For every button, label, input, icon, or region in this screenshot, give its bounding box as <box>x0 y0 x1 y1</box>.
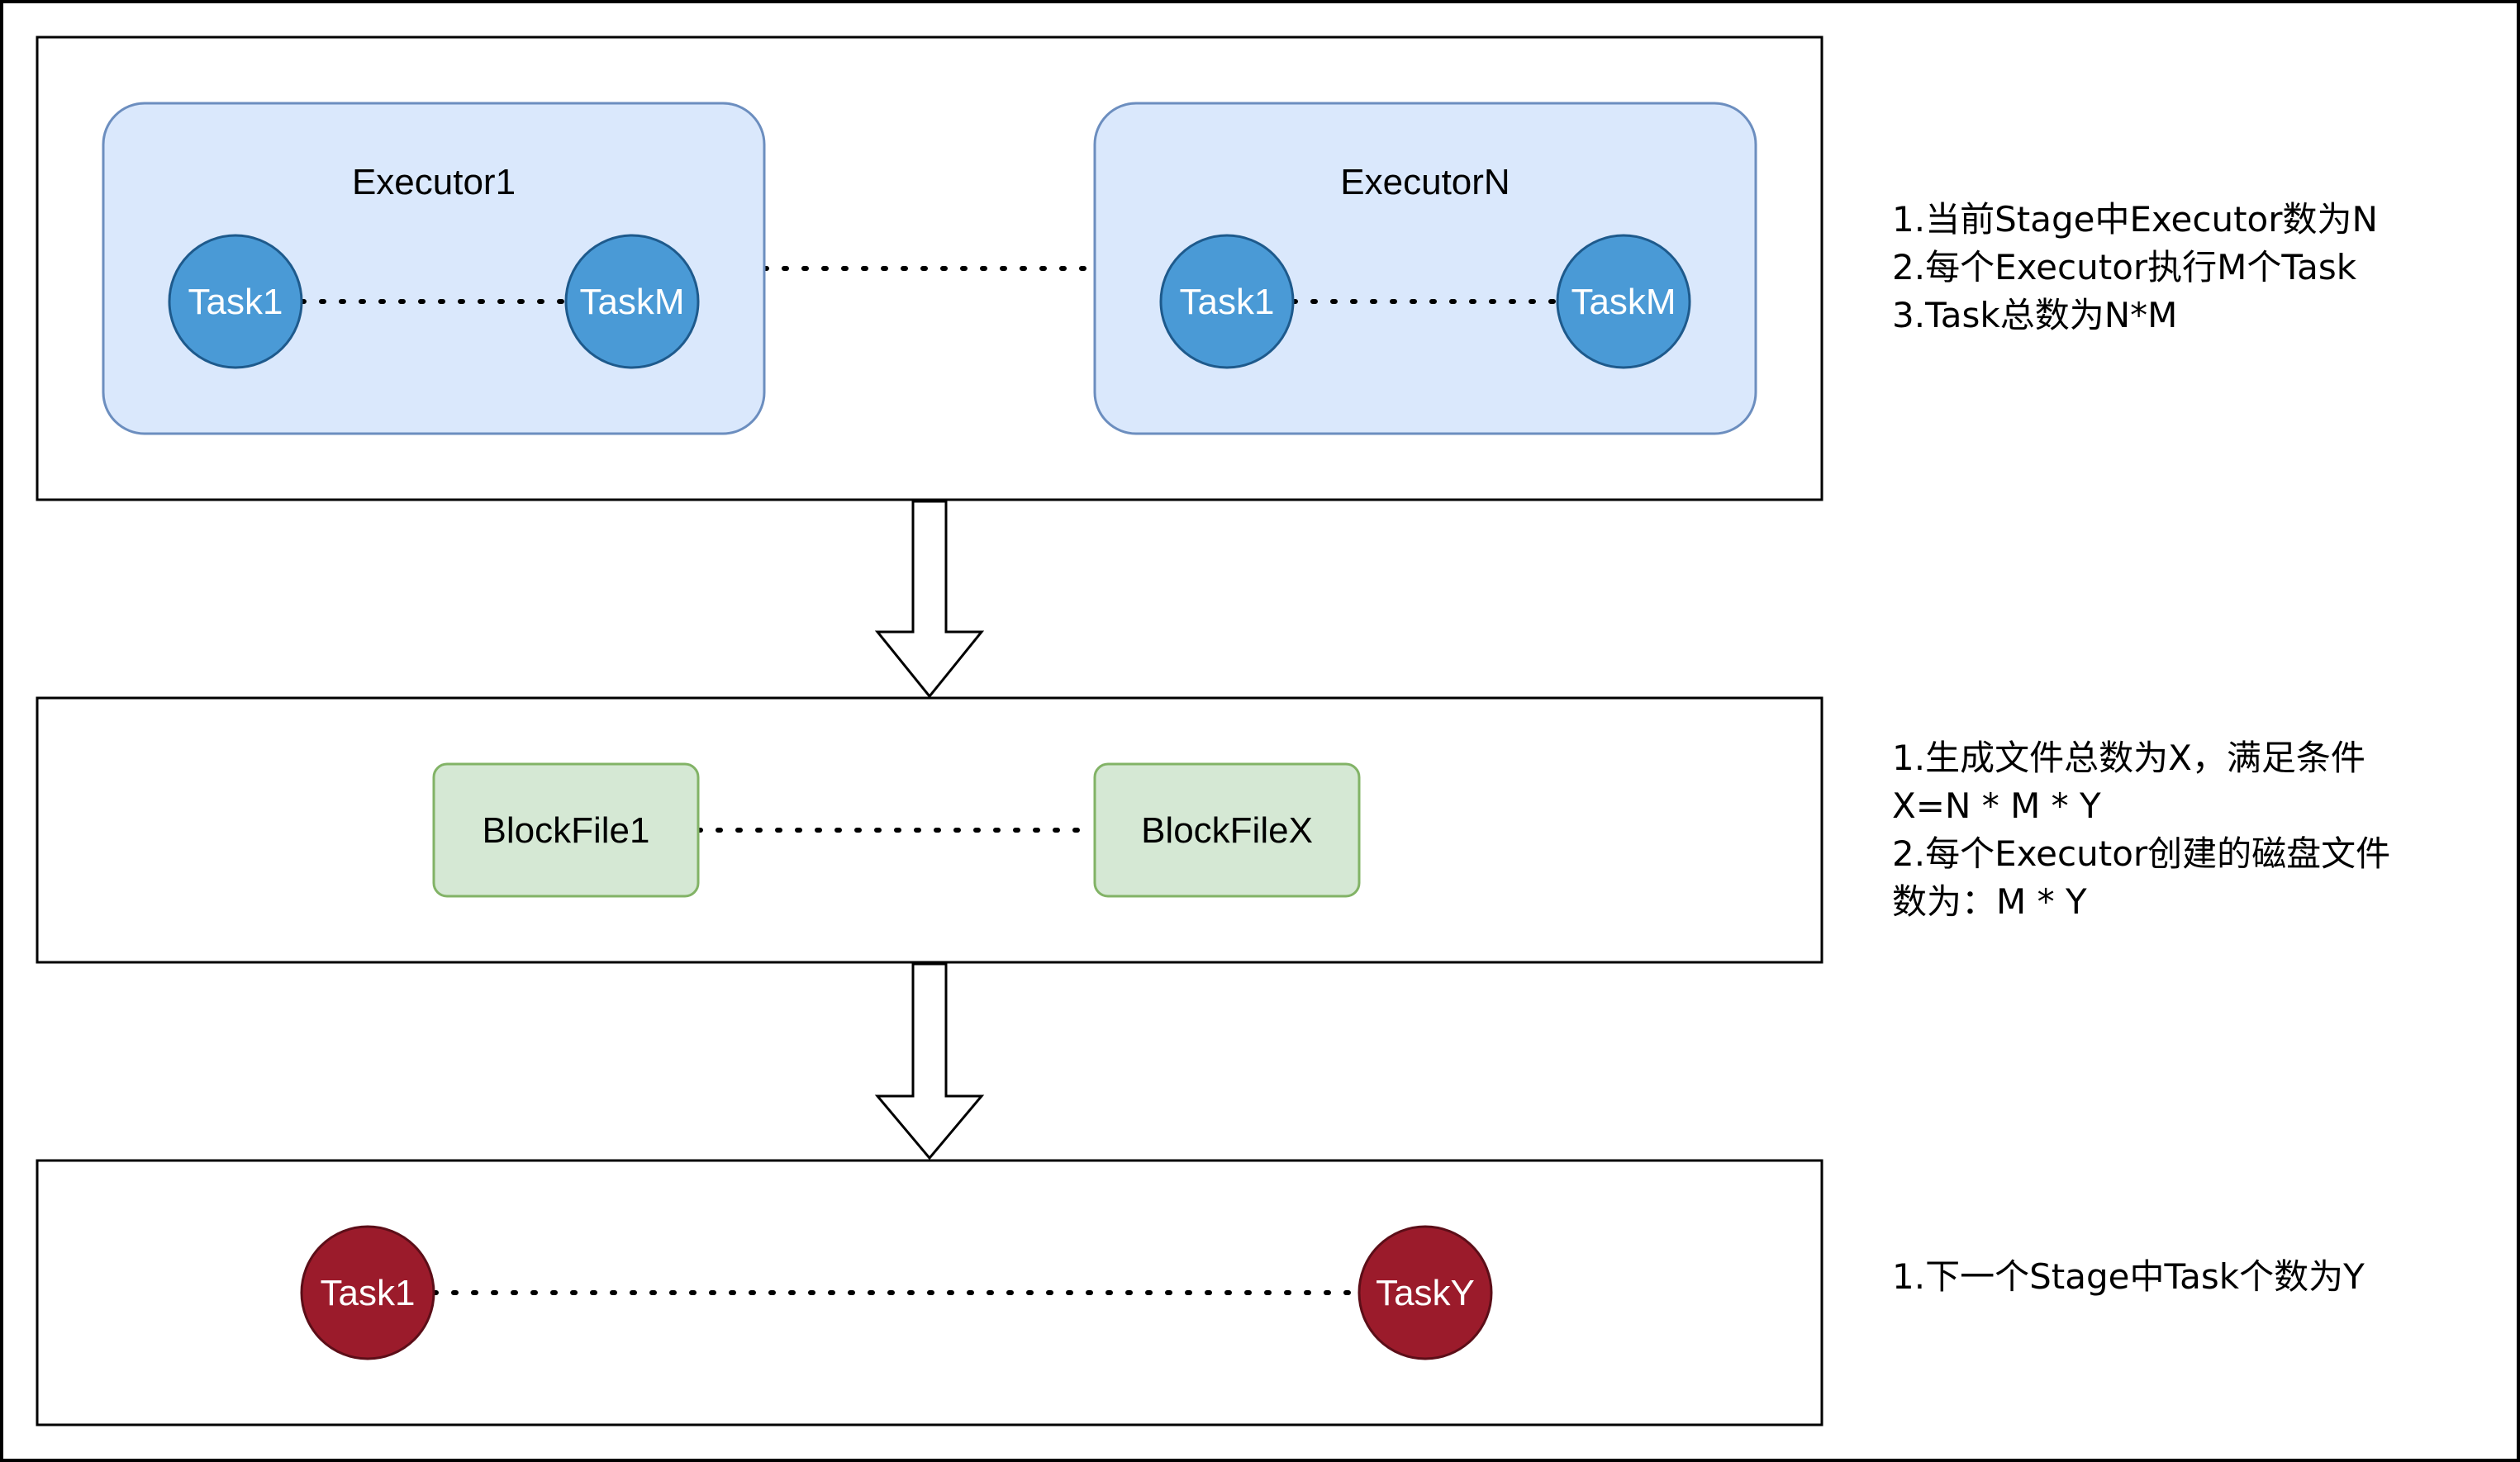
next-stage-task-last-node <box>1357 1225 1493 1360</box>
block-file-box <box>36 696 1823 964</box>
down-arrow-2 <box>874 962 985 1161</box>
block-file-note-3: 2.每个Executor创建的磁盘文件 <box>1892 833 2390 874</box>
down-arrow-1 <box>874 500 985 699</box>
executor-n-task-last-node <box>1556 234 1691 369</box>
executor-n: ExecutorN Task1 TaskM <box>1093 102 1757 435</box>
executor-1-task-first-label: Task1 <box>188 282 283 322</box>
block-file-first-node <box>432 762 700 898</box>
executor-1-task-last-label: TaskM <box>579 282 684 322</box>
next-stage-notes: 1.下一个Stage中Task个数为Y <box>1892 1256 2365 1297</box>
next-stage-task-first-node <box>300 1225 435 1360</box>
block-file-panel: BlockFile1 BlockFileX <box>36 696 1823 964</box>
block-file-last-node <box>1093 762 1361 898</box>
executor-1-label: Executor1 <box>352 162 516 202</box>
executor-n-task-first-label: Task1 <box>1180 282 1275 322</box>
block-file-notes: 1.生成文件总数为X，满足条件 X=N * M * Y 2.每个Executor… <box>1892 738 2390 922</box>
current-stage-note-1: 1.当前Stage中Executor数为N <box>1892 199 2378 240</box>
executor-n-label: ExecutorN <box>1340 162 1510 202</box>
current-stage-notes: 1.当前Stage中Executor数为N 2.每个Executor执行M个Ta… <box>1892 199 2378 335</box>
block-file-last-label: BlockFileX <box>1141 810 1313 851</box>
next-stage-note-1: 1.下一个Stage中Task个数为Y <box>1892 1256 2365 1297</box>
executor-1: Executor1 Task1 TaskM <box>102 102 766 435</box>
next-stage-panel: Task1 TaskY <box>36 1159 1823 1426</box>
block-file-note-4: 数为：M * Y <box>1892 881 2087 922</box>
block-file-note-2: X=N * M * Y <box>1892 786 2101 826</box>
executor-1-task-first-node <box>168 234 303 369</box>
executor-n-task-last-label: TaskM <box>1571 282 1676 322</box>
next-stage-task-first-label: Task1 <box>321 1273 416 1313</box>
next-stage-task-last-label: TaskY <box>1376 1273 1475 1313</box>
executor-n-task-first-node <box>1159 234 1295 369</box>
block-file-first-label: BlockFile1 <box>483 810 650 851</box>
block-file-note-1: 1.生成文件总数为X，满足条件 <box>1892 738 2365 778</box>
executor-1-task-last-node <box>564 234 700 369</box>
current-stage-note-2: 2.每个Executor执行M个Task <box>1892 247 2357 287</box>
current-stage-note-3: 3.Task总数为N*M <box>1892 295 2177 335</box>
current-stage-panel: Executor1 Task1 TaskM ExecutorN Task1 Ta… <box>36 36 1823 501</box>
